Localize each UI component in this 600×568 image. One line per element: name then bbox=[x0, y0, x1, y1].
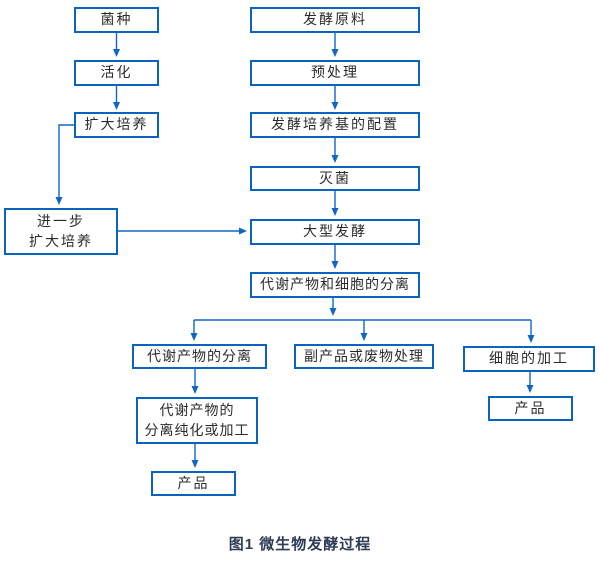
node-activate: 活化 bbox=[74, 60, 159, 86]
node-large-ferment: 大型发酵 bbox=[250, 219, 420, 245]
node-product-right: 产品 bbox=[488, 396, 573, 421]
node-product-left: 产品 bbox=[151, 471, 236, 496]
arrow-expand-further bbox=[55, 124, 74, 205]
node-purify: 代谢产物的 分离纯化或加工 bbox=[136, 397, 258, 444]
node-expand: 扩大培养 bbox=[74, 112, 159, 138]
node-further-expand: 进一步 扩大培养 bbox=[4, 208, 118, 255]
node-cell-process: 细胞的加工 bbox=[463, 346, 595, 372]
node-byproduct: 副产品或废物处理 bbox=[294, 344, 434, 369]
node-sterilize: 灭菌 bbox=[250, 166, 420, 191]
node-seed: 菌种 bbox=[74, 7, 159, 33]
node-metabolite-sep: 代谢产物的分离 bbox=[132, 344, 267, 369]
node-raw-material: 发酵原料 bbox=[250, 7, 420, 33]
node-medium-config: 发酵培养基的配置 bbox=[250, 112, 420, 138]
node-pretreat: 预处理 bbox=[250, 60, 420, 86]
node-separate: 代谢产物和细胞的分离 bbox=[250, 272, 420, 298]
figure-caption: 图1 微生物发酵过程 bbox=[228, 536, 372, 553]
